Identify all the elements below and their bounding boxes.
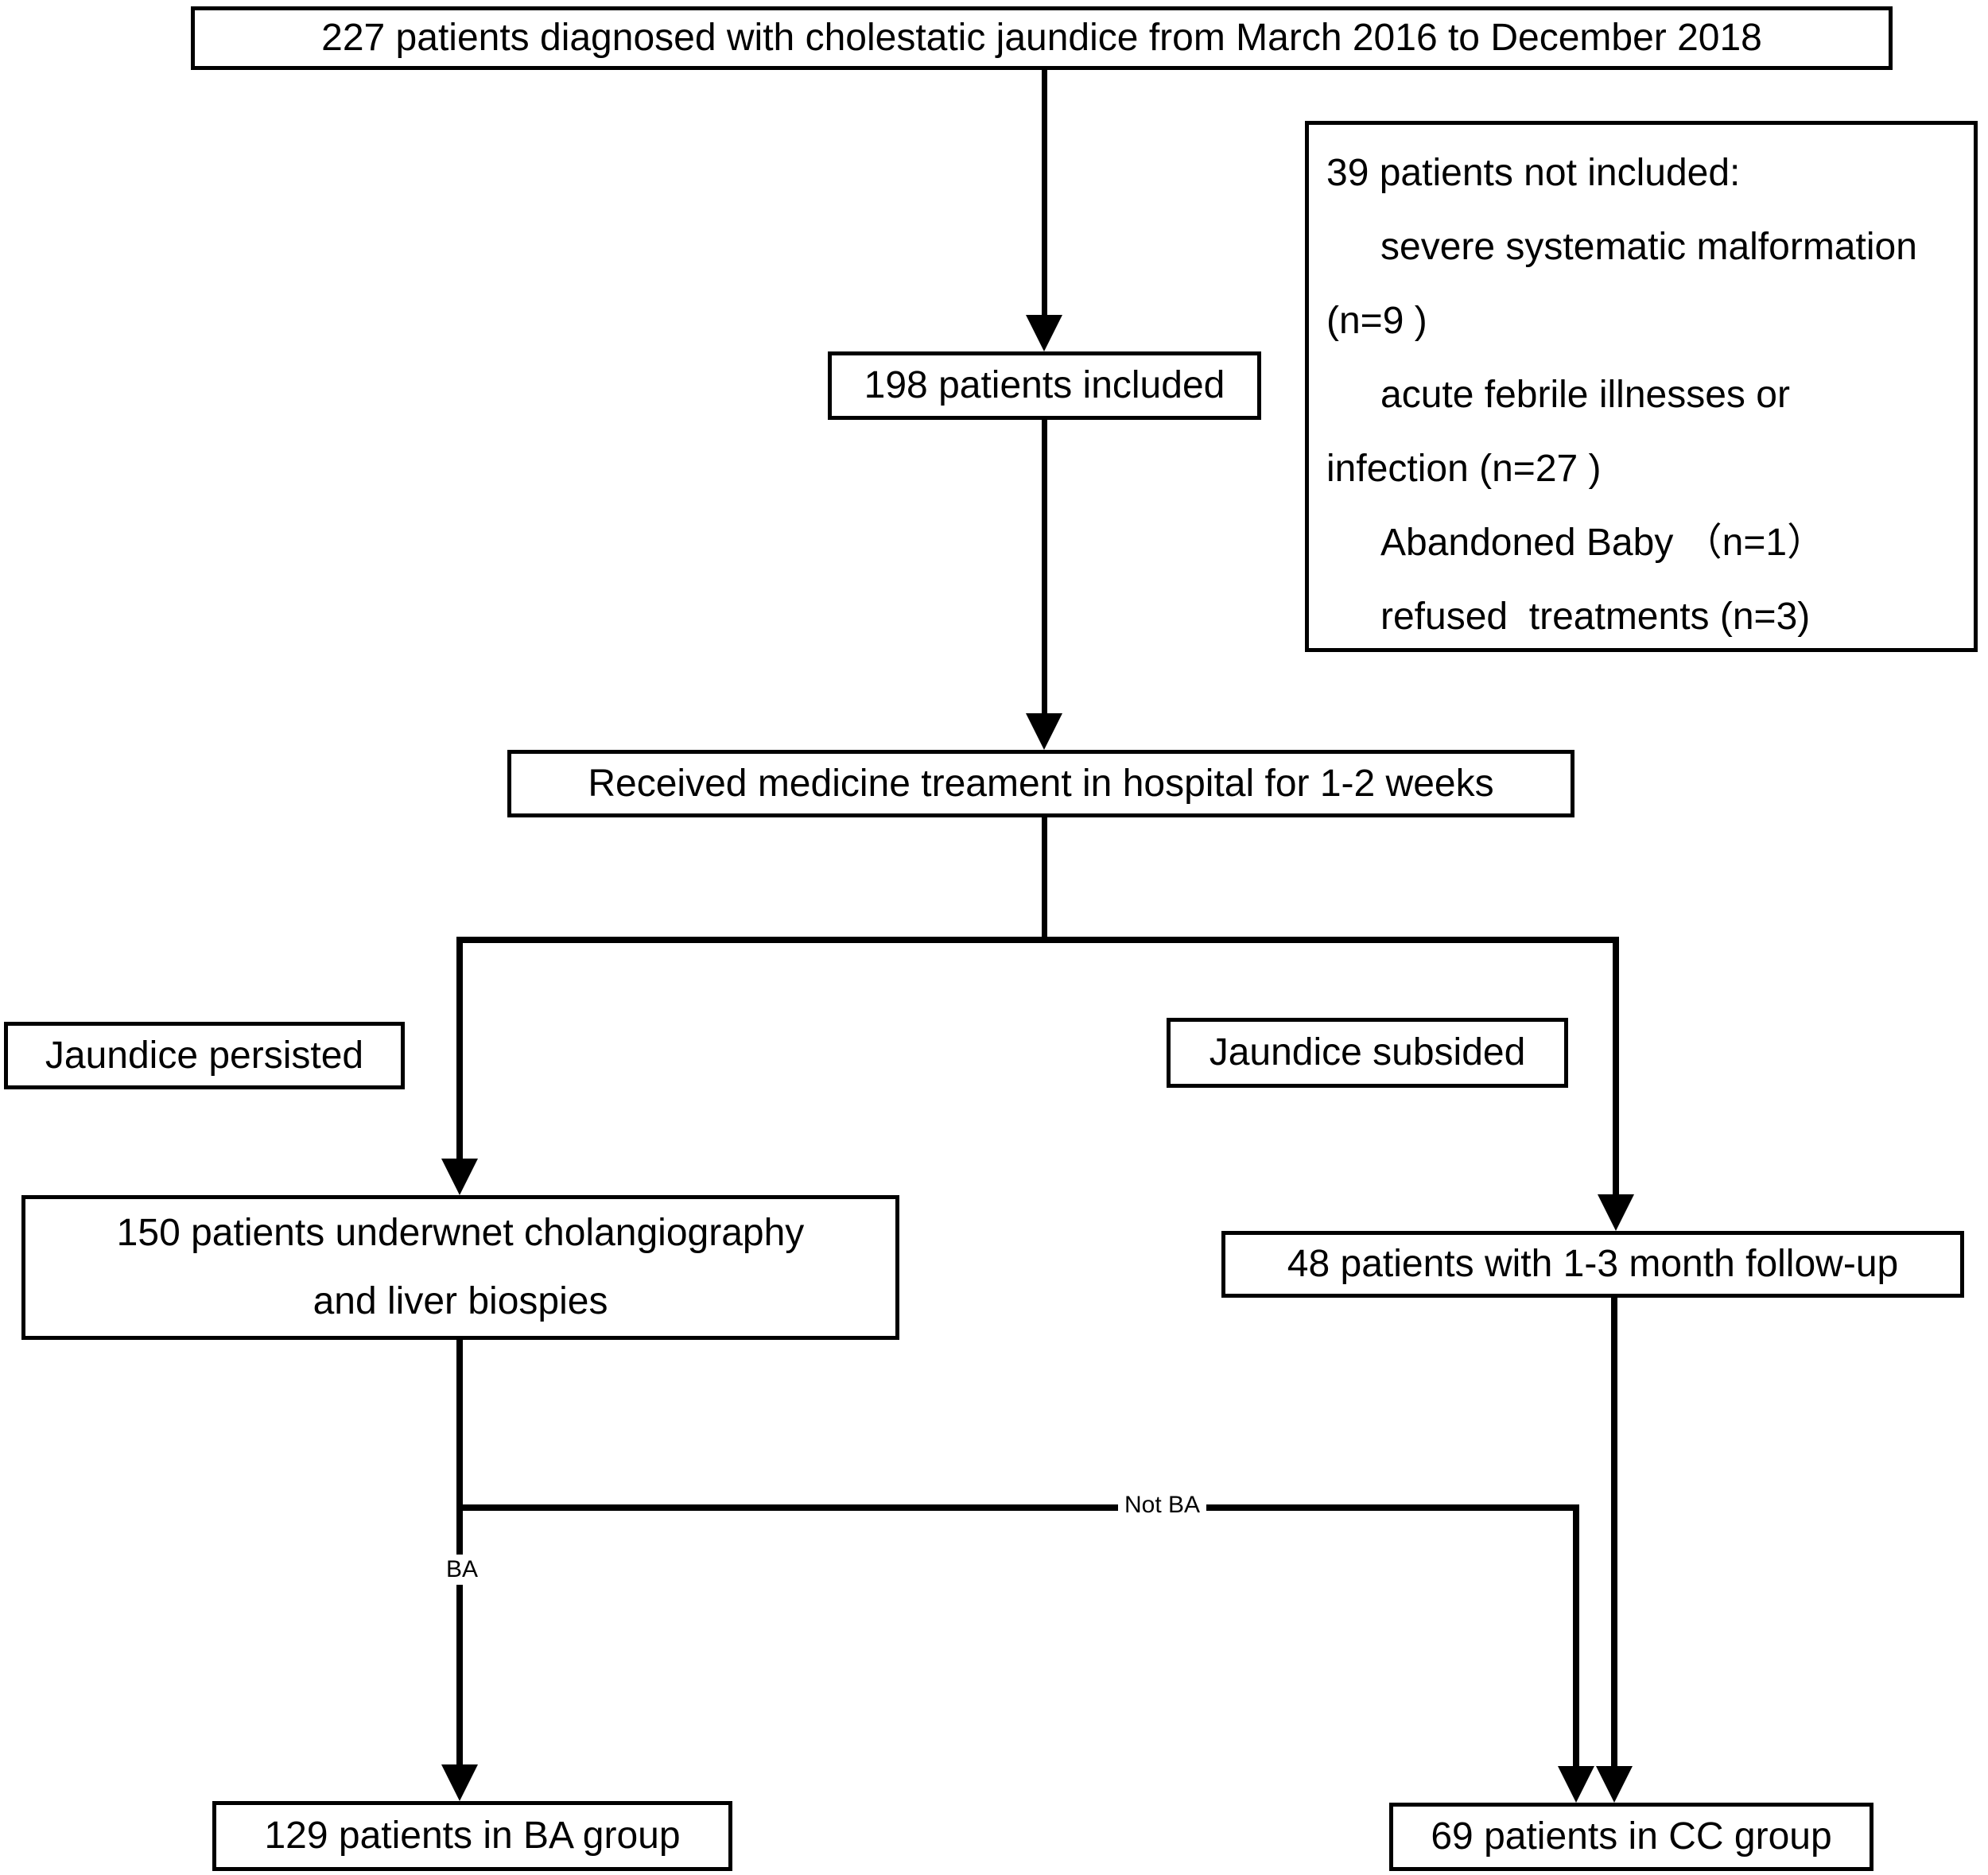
connector-included-to-treatment-line <box>1042 420 1047 714</box>
connector-treatment-stem <box>1042 817 1047 943</box>
connector-branch-horizontal <box>460 937 1619 943</box>
node-cc-group-label: 69 patients in CC group <box>1431 1815 1832 1858</box>
node-ba-group-label: 129 patients in BA group <box>264 1815 681 1858</box>
connector-ba-line <box>456 1340 463 1765</box>
connector-followup-to-cc-line <box>1611 1298 1617 1767</box>
node-jaundice-subsided-label: Jaundice subsided <box>1209 1031 1526 1074</box>
node-cholangiography-line2: and liver biospies <box>313 1280 608 1322</box>
node-cc-group: 69 patients in CC group <box>1389 1803 1873 1871</box>
excluded-line-6: Abandoned Baby （n=1） <box>1380 522 1826 564</box>
node-cholangiography: 150 patients underwnet cholangiography a… <box>21 1195 899 1340</box>
node-jaundice-subsided: Jaundice subsided <box>1167 1018 1568 1088</box>
connector-right-branch-arrowhead <box>1598 1194 1634 1231</box>
excluded-line-2: severe systematic malformation <box>1380 226 1917 268</box>
node-jaundice-persisted: Jaundice persisted <box>4 1022 405 1089</box>
connector-notba-vertical <box>1573 1504 1579 1767</box>
excluded-line-7: refused treatments (n=3) <box>1380 596 1811 638</box>
edge-label-not-ba: Not BA <box>1118 1490 1207 1520</box>
connector-total-to-included-line <box>1042 70 1047 316</box>
excluded-line-4: acute febrile illnesses or <box>1380 374 1790 416</box>
excluded-line-3: (n=9 ) <box>1326 300 1427 342</box>
connector-total-to-included-arrowhead <box>1026 315 1062 351</box>
connector-notba-arrowhead <box>1558 1766 1594 1803</box>
connector-notba-horizontal <box>460 1504 1576 1511</box>
connector-followup-to-cc-arrowhead <box>1596 1766 1633 1803</box>
node-followup: 48 patients with 1-3 month follow-up <box>1221 1231 1964 1298</box>
connector-left-branch-arrowhead <box>441 1159 478 1195</box>
connector-ba-arrowhead <box>441 1764 478 1801</box>
connector-included-to-treatment-arrowhead <box>1026 713 1062 750</box>
node-medicine-treatment: Received medicine treament in hospital f… <box>507 750 1574 817</box>
node-cholangiography-line1: 150 patients underwnet cholangiography <box>116 1212 805 1254</box>
node-excluded-patients: 39 patients not included: severe systema… <box>1305 121 1978 652</box>
node-jaundice-persisted-label: Jaundice persisted <box>45 1034 364 1077</box>
excluded-line-5: infection (n=27 ) <box>1326 448 1602 490</box>
node-included-patients: 198 patients included <box>828 351 1261 420</box>
node-included-patients-label: 198 patients included <box>864 364 1225 407</box>
node-total-patients: 227 patients diagnosed with cholestatic … <box>191 6 1893 70</box>
node-total-patients-label: 227 patients diagnosed with cholestatic … <box>321 17 1762 60</box>
edge-label-ba: BA <box>428 1555 496 1585</box>
node-ba-group: 129 patients in BA group <box>212 1801 732 1871</box>
connector-left-branch-line <box>456 937 463 1159</box>
node-followup-label: 48 patients with 1-3 month follow-up <box>1287 1243 1899 1286</box>
excluded-line-1: 39 patients not included: <box>1326 152 1741 194</box>
node-medicine-treatment-label: Received medicine treament in hospital f… <box>588 762 1494 805</box>
connector-right-branch-line <box>1613 937 1619 1195</box>
